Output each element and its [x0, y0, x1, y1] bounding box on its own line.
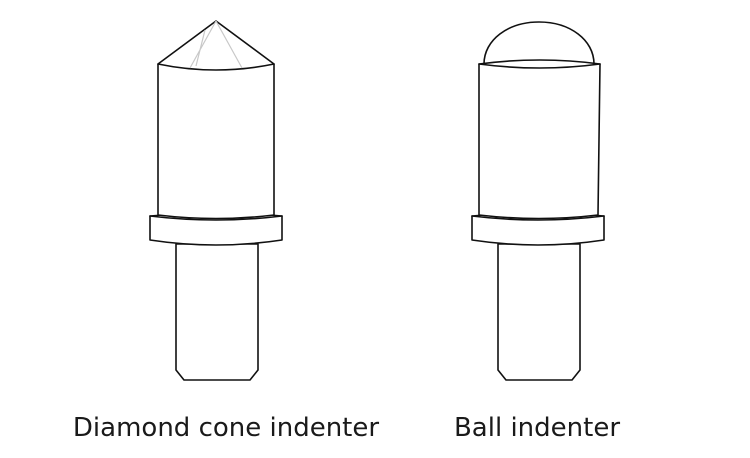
- diamond-facet-lines: [189, 20, 243, 69]
- diamond-cone-caption: Diamond cone indenter: [72, 413, 380, 443]
- diamond-cone-tip: [157, 20, 275, 71]
- ball-shank: [497, 243, 581, 381]
- diamond-cone-indenter: [149, 20, 283, 381]
- ball-body: [478, 59, 601, 220]
- ball-indenter: [471, 21, 605, 381]
- cone-body: [157, 63, 275, 220]
- ball-tip: [483, 21, 595, 65]
- ball-caption: Ball indenter: [453, 413, 621, 443]
- cone-shank: [175, 243, 259, 381]
